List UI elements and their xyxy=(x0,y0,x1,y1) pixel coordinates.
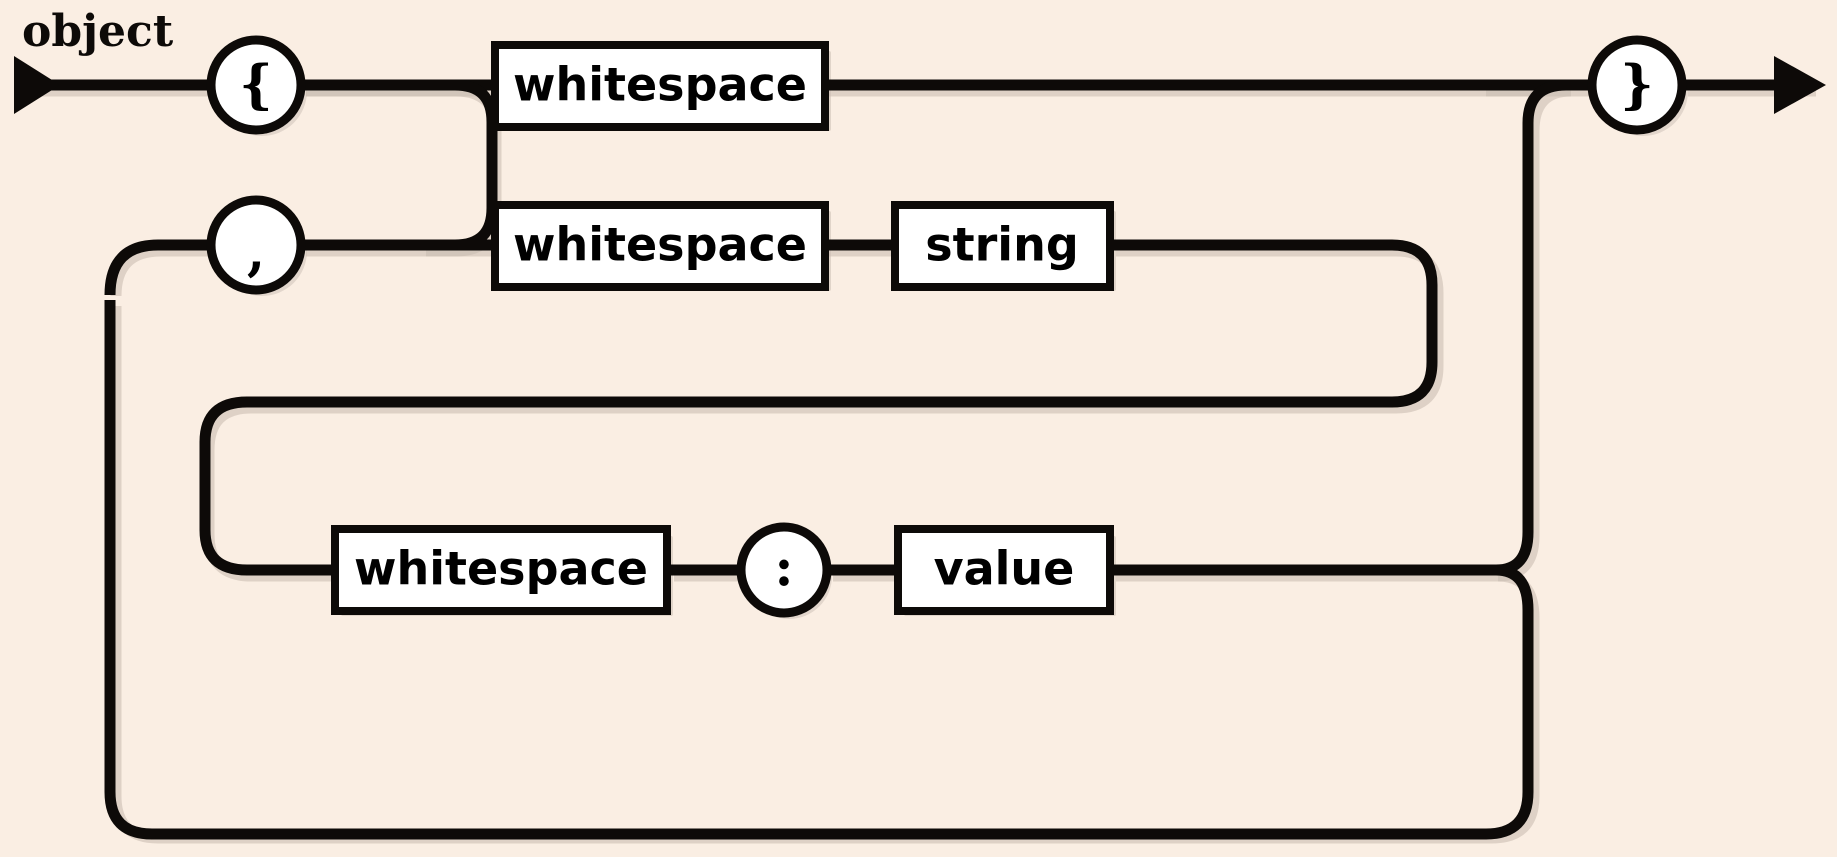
nonterminal-whitespace-bottom[interactable]: whitespace xyxy=(331,525,671,615)
colon-circle[interactable] xyxy=(736,522,832,618)
terminal-open-brace[interactable]: { xyxy=(206,35,306,135)
nonterminal-value[interactable]: value xyxy=(894,525,1114,615)
value-label: value xyxy=(934,542,1075,596)
comma-circle[interactable] xyxy=(206,195,306,295)
diagram-title: object xyxy=(22,6,174,57)
nonterminal-string[interactable]: string xyxy=(891,201,1114,291)
entry-arrow-icon xyxy=(14,56,60,114)
string-label: string xyxy=(925,218,1079,272)
shadow-layer xyxy=(26,46,1816,844)
rail-return-into-comma xyxy=(104,239,213,296)
whitespace-top-label: whitespace xyxy=(513,58,807,112)
whitespace-bottom-label: whitespace xyxy=(354,542,648,596)
string-box[interactable] xyxy=(891,201,1114,291)
close-brace-circle[interactable] xyxy=(1587,35,1687,135)
colon-label: : xyxy=(774,538,793,599)
nonterminal-whitespace-mid[interactable]: whitespace xyxy=(491,201,829,291)
exit-arrow-icon xyxy=(1774,56,1826,114)
terminal-comma[interactable]: , xyxy=(206,195,306,295)
comma-label: , xyxy=(247,222,265,283)
close-brace-label: } xyxy=(1620,55,1653,116)
terminal-close-brace[interactable]: } xyxy=(1587,35,1687,135)
rail-string-wrap-to-bottom-row xyxy=(199,239,1438,576)
open-brace-label: { xyxy=(239,55,272,116)
terminal-colon[interactable]: : xyxy=(736,522,832,618)
value-box[interactable] xyxy=(894,525,1114,615)
rail-branch-open-brace-down xyxy=(340,79,498,251)
whitespace-bottom-box[interactable] xyxy=(331,525,671,615)
nonterminal-whitespace-top[interactable]: whitespace xyxy=(491,41,829,131)
whitespace-top-box[interactable] xyxy=(491,41,829,131)
whitespace-mid-label: whitespace xyxy=(513,218,807,272)
open-brace-circle[interactable] xyxy=(206,35,306,135)
rail-repeat-loop-back-to-comma xyxy=(104,300,1534,840)
rail-lines xyxy=(20,79,1806,840)
rail-junction-up-to-close-brace xyxy=(1495,79,1567,576)
whitespace-mid-box[interactable] xyxy=(491,201,829,291)
